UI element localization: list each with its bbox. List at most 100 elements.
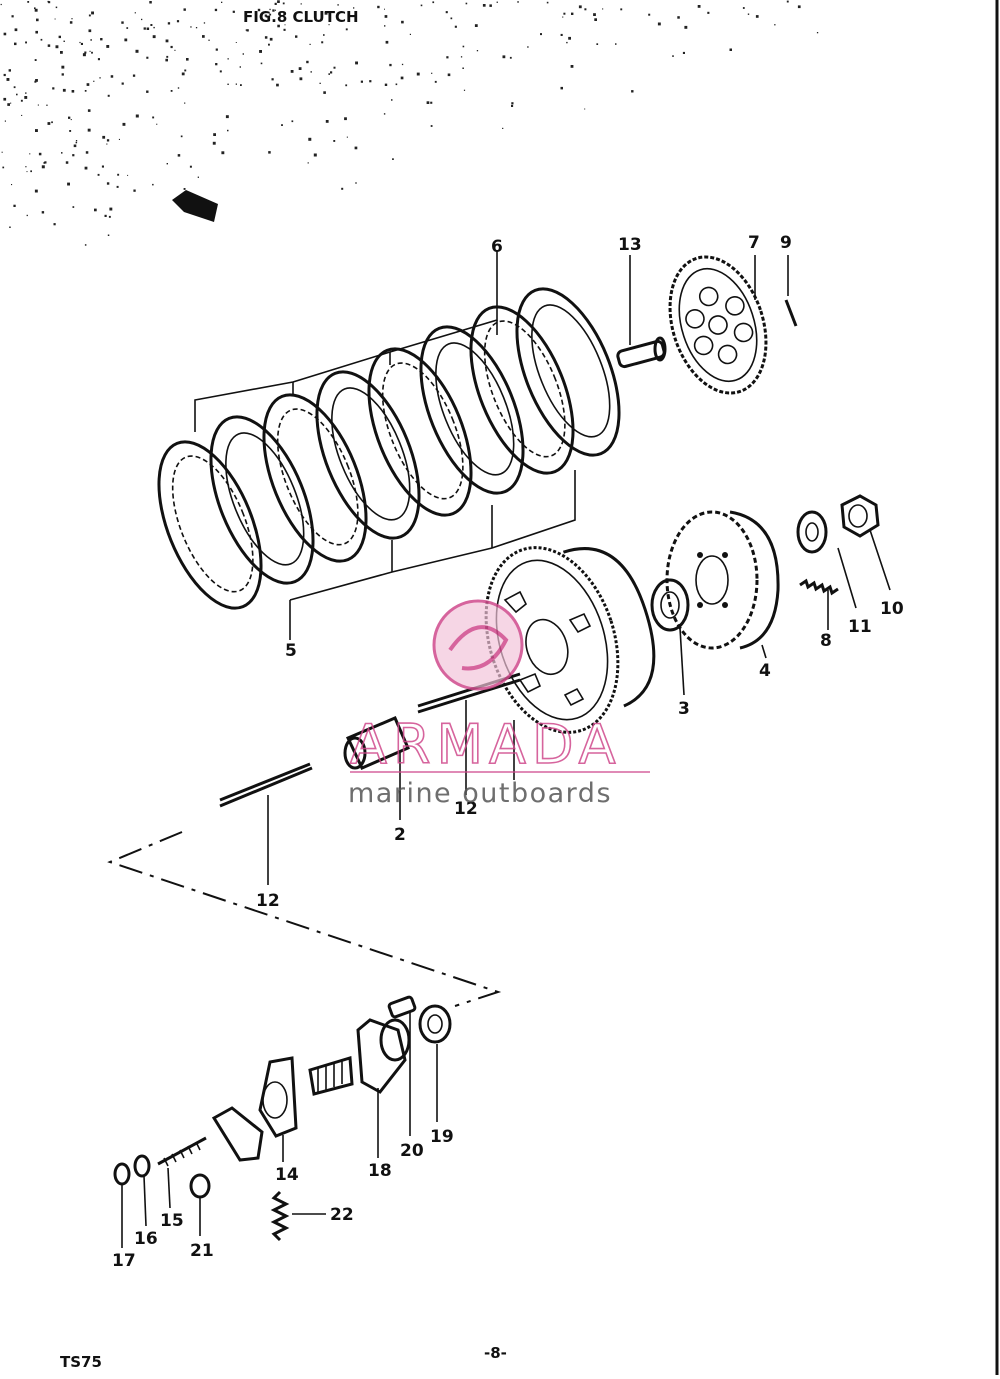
- noise-speck: [184, 69, 187, 72]
- callout-15: 15: [160, 1211, 184, 1231]
- noise-speck: [707, 11, 710, 14]
- noise-speck: [67, 182, 70, 186]
- noise-speck: [747, 13, 750, 15]
- noise-speck: [203, 22, 206, 24]
- pressure-plate: [668, 255, 768, 395]
- noise-speck: [152, 183, 154, 186]
- noise-speck: [122, 122, 126, 126]
- noise-speck: [344, 117, 347, 121]
- noise-speck: [401, 20, 404, 24]
- callout-12-upper: 12: [454, 799, 478, 819]
- noise-speck: [3, 73, 6, 77]
- noise-speck: [450, 17, 453, 20]
- push-rod-lower: [219, 762, 313, 808]
- watermark-brand: ARMADA: [350, 713, 622, 776]
- noise-speck: [431, 72, 433, 74]
- noise-speck: [385, 40, 389, 44]
- noise-speck: [61, 65, 65, 69]
- noise-speck: [41, 211, 45, 214]
- thrust-washer: [650, 578, 690, 632]
- callout-14: 14: [275, 1165, 299, 1185]
- plate-group-brackets: [194, 250, 576, 640]
- noise-speck: [277, 24, 280, 28]
- noise-speck: [124, 38, 128, 42]
- noise-speck: [227, 129, 229, 132]
- noise-speck: [395, 83, 398, 86]
- noise-speck: [13, 86, 16, 89]
- noise-speck: [462, 67, 464, 69]
- noise-speck: [47, 44, 51, 47]
- noise-speck: [426, 101, 430, 104]
- callout-6: 6: [491, 237, 503, 257]
- washer-small: [133, 1154, 151, 1178]
- noise-speck: [816, 32, 819, 34]
- watermark-logo-icon: [432, 599, 524, 691]
- noise-speck: [170, 90, 173, 92]
- noise-speck: [14, 42, 17, 46]
- noise-speck: [277, 0, 280, 4]
- noise-speck: [73, 144, 77, 148]
- noise-speck: [180, 135, 183, 138]
- noise-speck: [283, 28, 286, 31]
- noise-speck: [264, 14, 267, 17]
- release-cover: [258, 1056, 298, 1138]
- noise-speck: [117, 173, 120, 176]
- noise-speck: [290, 70, 294, 73]
- noise-speck: [86, 83, 90, 86]
- noise-speck: [1, 151, 3, 153]
- noise-speck: [150, 24, 153, 26]
- noise-speck: [615, 43, 617, 45]
- noise-speck: [345, 84, 348, 87]
- noise-speck: [177, 154, 181, 157]
- noise-speck: [29, 153, 31, 155]
- noise-speck: [26, 214, 28, 217]
- noise-speck: [48, 1, 51, 4]
- noise-speck: [99, 77, 101, 79]
- callout-13: 13: [618, 235, 642, 255]
- hub-nut: [840, 494, 880, 538]
- noise-speck: [35, 129, 38, 132]
- noise-speck: [11, 15, 14, 18]
- noise-speck: [276, 83, 279, 87]
- noise-speck: [330, 71, 333, 74]
- noise-speck: [295, 35, 298, 38]
- noise-speck: [146, 27, 150, 30]
- noise-speck: [463, 89, 466, 91]
- noise-speck: [75, 141, 78, 144]
- noise-speck: [401, 63, 404, 66]
- noise-speck: [47, 0, 49, 3]
- noise-speck: [54, 18, 56, 20]
- noise-speck: [82, 53, 86, 57]
- noise-speck: [420, 4, 423, 7]
- noise-speck: [202, 35, 205, 38]
- noise-speck: [46, 104, 48, 106]
- noise-speck: [566, 41, 568, 44]
- clutch-sleeve-hub: [665, 510, 780, 650]
- noise-speck: [6, 78, 10, 81]
- noise-speck: [2, 166, 5, 169]
- noise-speck: [184, 102, 186, 104]
- release-case: [356, 1018, 411, 1094]
- cap: [189, 1173, 211, 1199]
- noise-speck: [319, 82, 321, 84]
- noise-speck: [100, 38, 103, 41]
- noise-speck: [152, 35, 156, 39]
- noise-speck: [38, 152, 42, 156]
- noise-speck: [34, 189, 38, 193]
- noise-speck: [432, 1, 435, 4]
- noise-speck: [648, 13, 651, 16]
- noise-speck: [195, 27, 198, 29]
- noise-speck: [353, 7, 355, 9]
- noise-speck: [242, 53, 244, 55]
- leader-lines: [121, 255, 891, 1248]
- noise-speck: [264, 36, 268, 39]
- noise-speck: [221, 151, 225, 155]
- noise-speck: [345, 28, 348, 31]
- noise-speck: [71, 18, 73, 20]
- noise-speck: [34, 59, 37, 61]
- noise-speck: [333, 66, 336, 69]
- noise-speck: [107, 234, 110, 236]
- noise-speck: [562, 16, 564, 18]
